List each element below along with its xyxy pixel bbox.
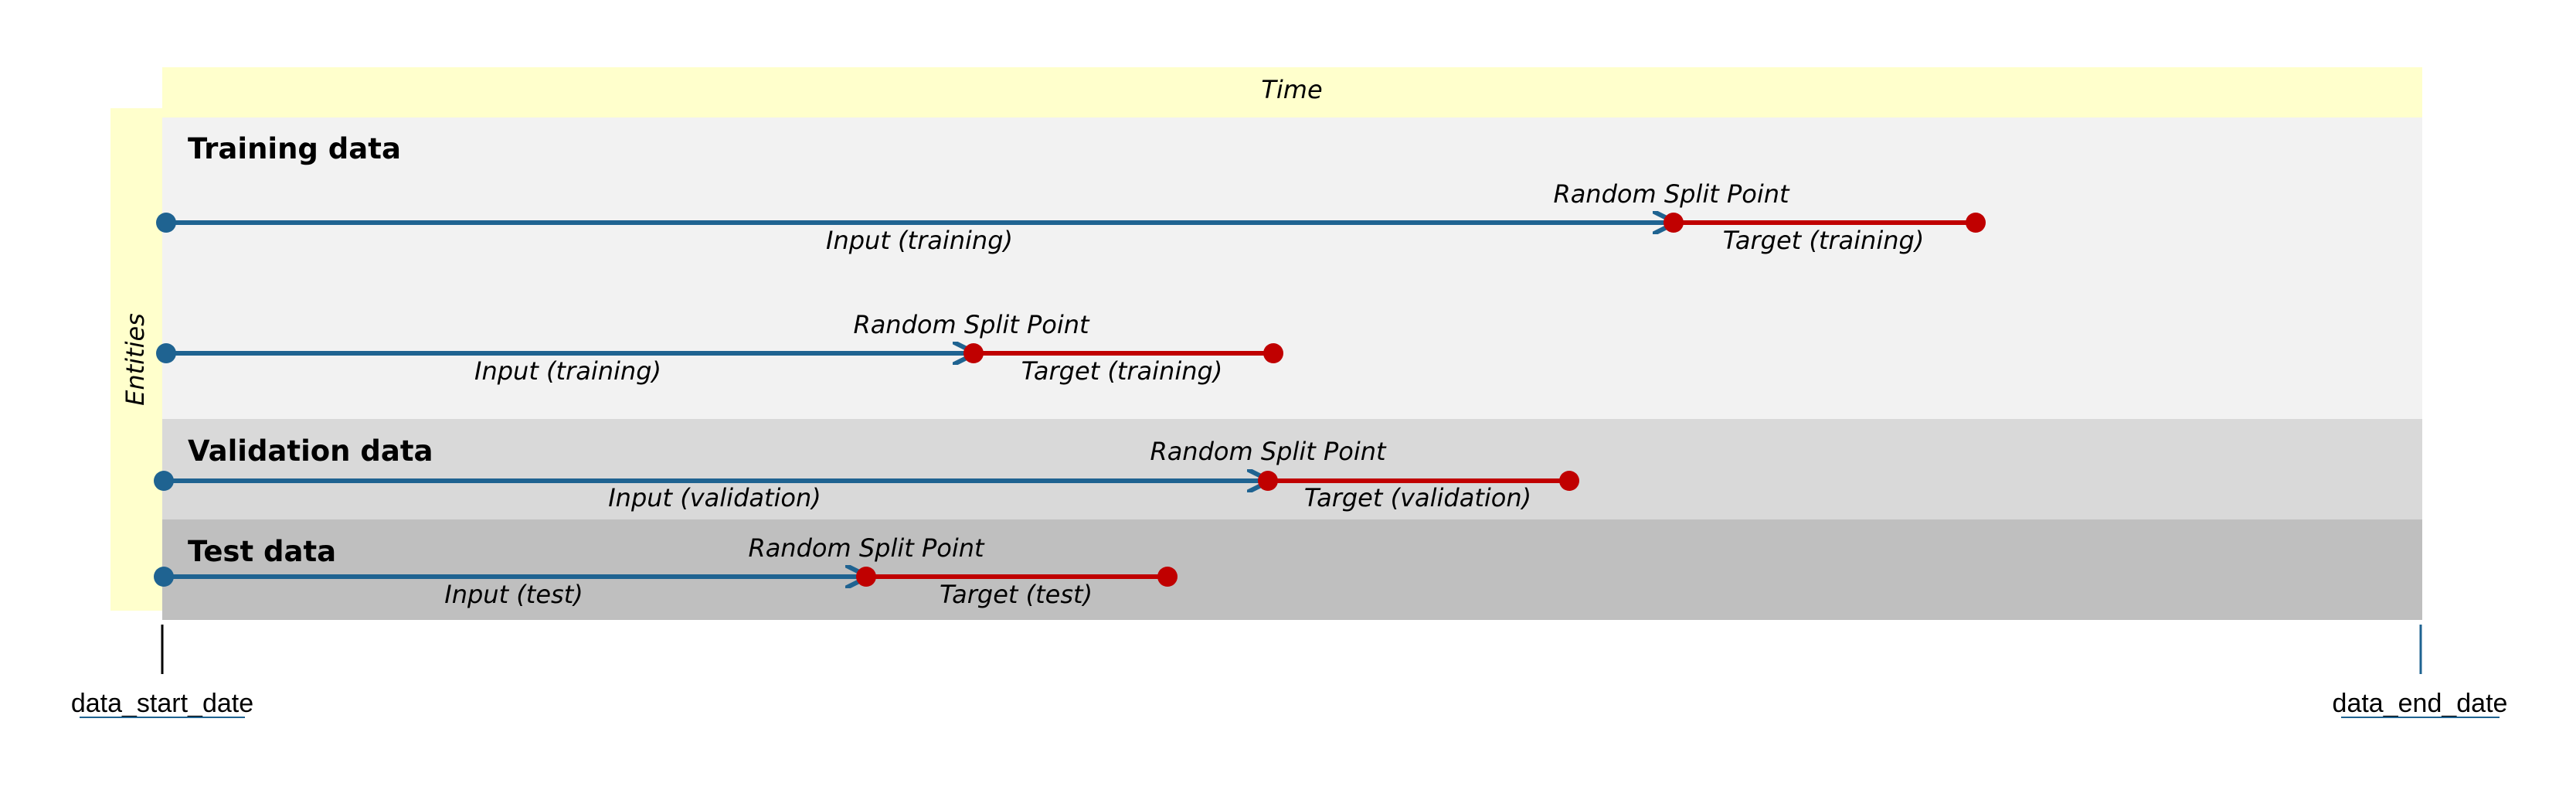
timeline-test: Random Split Point Input (test) Target (… bbox=[154, 533, 1178, 609]
time-label: Time bbox=[1261, 75, 1322, 104]
time-band bbox=[162, 67, 2422, 117]
end-point bbox=[1263, 343, 1283, 363]
target-label: Target (test) bbox=[940, 580, 1093, 609]
split-point-label: Random Split Point bbox=[1150, 437, 1387, 466]
start-point bbox=[156, 343, 176, 363]
end-point bbox=[1966, 213, 1986, 233]
target-label: Target (training) bbox=[1021, 356, 1223, 386]
validation-section-title: Validation data bbox=[188, 434, 433, 468]
training-section-title: Training data bbox=[188, 132, 401, 165]
start-point bbox=[154, 567, 174, 587]
split-point bbox=[856, 567, 876, 587]
split-point-label: Random Split Point bbox=[853, 310, 1090, 339]
end-point bbox=[1157, 567, 1178, 587]
test-section-title: Test data bbox=[188, 535, 336, 568]
target-label: Target (training) bbox=[1723, 226, 1925, 255]
split-point bbox=[1258, 471, 1278, 491]
timeline-training-1: Random Split Point Input (training) Targ… bbox=[156, 179, 1986, 255]
input-label: Input (test) bbox=[444, 580, 583, 609]
split-point-label: Random Split Point bbox=[1553, 179, 1790, 209]
timeline-training-2: Random Split Point Input (training) Targ… bbox=[156, 310, 1283, 386]
split-point bbox=[1664, 213, 1684, 233]
start-point bbox=[156, 213, 176, 233]
split-point-label: Random Split Point bbox=[748, 533, 985, 563]
entities-label: Entities bbox=[121, 313, 150, 406]
start-point bbox=[154, 471, 174, 491]
split-point bbox=[963, 343, 984, 363]
entities-band bbox=[110, 108, 162, 611]
input-label: Input (training) bbox=[474, 356, 661, 386]
test-section-bg bbox=[162, 519, 2422, 620]
timeline-validation: Random Split Point Input (validation) Ta… bbox=[154, 437, 1579, 512]
end-point bbox=[1559, 471, 1579, 491]
data-start-date-link[interactable]: data_start_date bbox=[71, 689, 253, 718]
validation-section-bg bbox=[162, 419, 2422, 519]
training-section-bg bbox=[162, 117, 2422, 419]
data-end-date-link[interactable]: data_end_date bbox=[2333, 689, 2508, 718]
input-label: Input (training) bbox=[826, 226, 1013, 255]
input-label: Input (validation) bbox=[608, 483, 821, 512]
target-label: Target (validation) bbox=[1304, 483, 1531, 512]
